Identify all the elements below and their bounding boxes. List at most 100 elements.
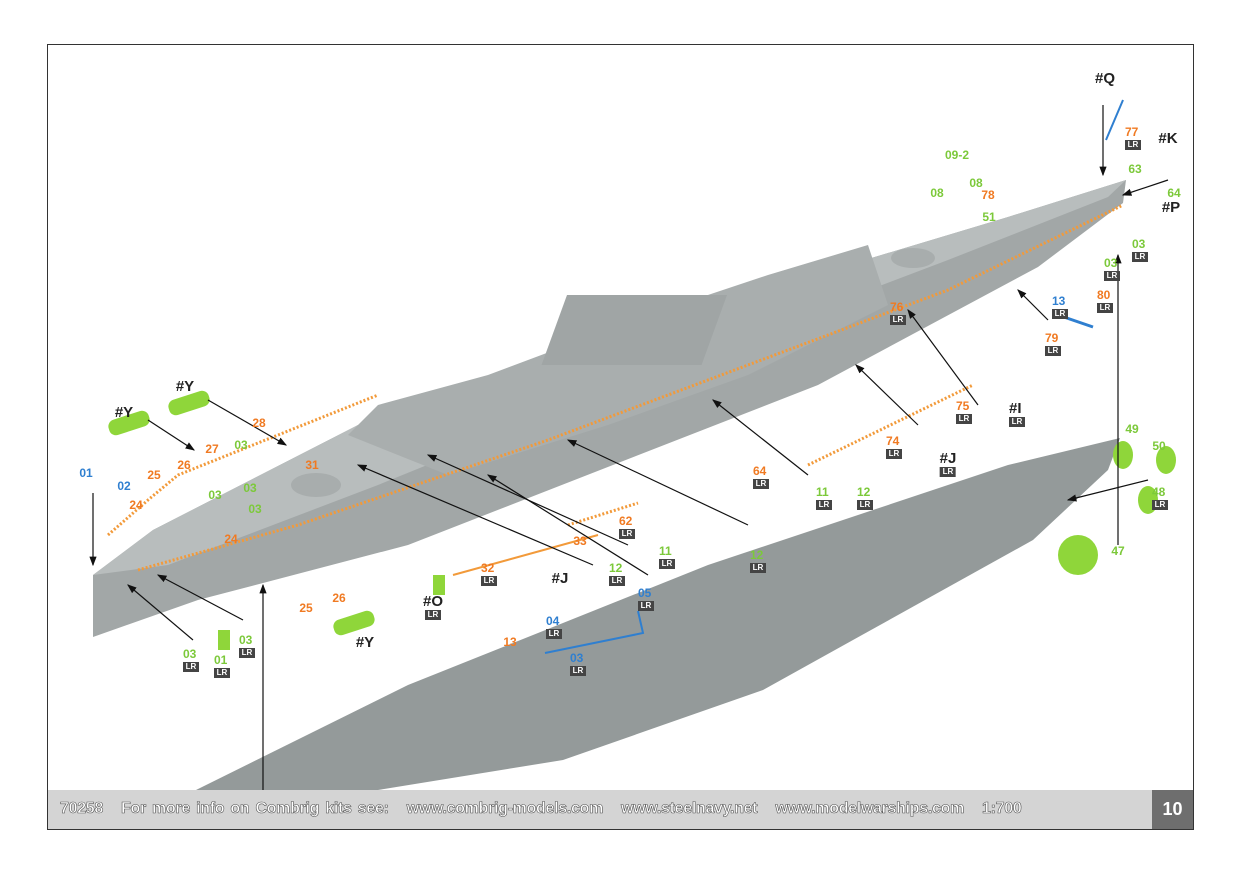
part-label-03: 03	[243, 482, 256, 494]
part-number: 03	[1132, 237, 1146, 251]
part-number: #Y	[114, 404, 134, 421]
part-label-assembly-y: #Y	[175, 378, 195, 395]
part-number: 04	[546, 614, 560, 628]
part-label-assembly-p: #P	[1161, 199, 1181, 216]
part-number: 28	[252, 416, 266, 430]
part-label-assembly-y: #Y	[114, 404, 134, 421]
page-number: 10	[1152, 790, 1193, 829]
part-number: 24	[224, 532, 238, 546]
part-label-24: 24	[129, 499, 142, 511]
part-label-49: 49	[1125, 423, 1138, 435]
part-number: 64	[753, 464, 767, 478]
part-number: 31	[305, 458, 319, 472]
part-number: #Y	[175, 378, 195, 395]
railing	[107, 393, 379, 537]
link-modelwarships[interactable]: www.modelwarships.com	[775, 800, 965, 818]
kit-code: 70258	[60, 800, 104, 818]
part-number: 13	[1052, 294, 1066, 308]
part-number: #I	[1009, 400, 1022, 417]
part-label-08: 08	[969, 177, 982, 189]
lr-badge: LR	[1045, 346, 1061, 356]
part-number: #P	[1161, 199, 1181, 216]
lr-badge: LR	[956, 414, 972, 424]
part-label-47: 47	[1111, 545, 1124, 557]
lr-badge: LR	[546, 629, 562, 639]
lr-badge: LR	[753, 479, 769, 489]
part-label-assembly-j: #J	[551, 570, 569, 587]
part-label-03: 03	[248, 503, 261, 515]
part-label-51: 51	[982, 211, 995, 223]
part-number: 48	[1152, 485, 1166, 499]
part-label-26: 26	[177, 459, 190, 471]
part-number: 78	[981, 188, 995, 202]
part-number: 01	[214, 653, 228, 667]
part-number: 26	[332, 591, 346, 605]
part-number: #J	[551, 570, 569, 587]
part-label-01: 01	[79, 467, 92, 479]
part-label-03: 03	[208, 489, 221, 501]
part-number: 25	[299, 601, 313, 615]
part-number: 50	[1152, 439, 1166, 453]
part-number: #Q	[1094, 70, 1116, 87]
part-number: 12	[750, 548, 764, 562]
part-number: 11	[816, 485, 829, 499]
lr-badge: LR	[424, 610, 441, 620]
part-number: 11	[659, 544, 672, 558]
part-label-assembly-y: #Y	[356, 635, 374, 650]
footer-bar: 70258 For more info on Combrig kits see: w…	[48, 790, 1193, 829]
part-label-33: 33	[573, 535, 586, 547]
part-number: 25	[147, 468, 161, 482]
part-number: 79	[1045, 331, 1059, 345]
part-label-03: 03	[234, 439, 247, 451]
part-number: 09-2	[944, 148, 970, 162]
part-label-26: 26	[332, 592, 345, 604]
part-number: 03	[183, 647, 197, 661]
part-number: 27	[205, 442, 219, 456]
part-label-31: 31	[305, 459, 318, 471]
part-number: 03	[1104, 256, 1118, 270]
link-combrig[interactable]: www.combrig-models.com	[406, 800, 604, 818]
lr-badge: LR	[1125, 140, 1141, 150]
lr-badge: LR	[890, 315, 906, 325]
part-number: 03	[570, 651, 584, 665]
part-number: 64	[1167, 186, 1181, 200]
part-number: 74	[886, 434, 900, 448]
info-text: For more info on Combrig kits see:	[121, 800, 390, 818]
part-number: 26	[177, 458, 191, 472]
link-steelnavy[interactable]: www.steelnavy.net	[621, 800, 758, 818]
footer-text: 70258 For more info on Combrig kits see: w…	[60, 800, 1039, 818]
part-label-25: 25	[299, 602, 312, 614]
part-label-27: 27	[205, 443, 218, 455]
lr-badge: LR	[638, 601, 654, 611]
part-label-64: 64	[1167, 187, 1180, 199]
lr-badge: LR	[1104, 271, 1120, 281]
part-number: 76	[890, 300, 904, 314]
part-number: 24	[129, 498, 143, 512]
lr-badge: LR	[659, 559, 675, 569]
part-number: 01	[79, 466, 93, 480]
part-label-28: 28	[252, 417, 265, 429]
part-number: 80	[1097, 288, 1111, 302]
lr-badge: LR	[750, 563, 766, 573]
part-label-08: 08	[930, 187, 943, 199]
part-label-assembly-k: #K	[1158, 131, 1177, 146]
lr-badge: LR	[886, 449, 902, 459]
part-label-13: 13	[503, 636, 516, 648]
part-number: 51	[982, 210, 996, 224]
lr-badge: LR	[570, 666, 586, 676]
part-number: 75	[956, 399, 970, 413]
